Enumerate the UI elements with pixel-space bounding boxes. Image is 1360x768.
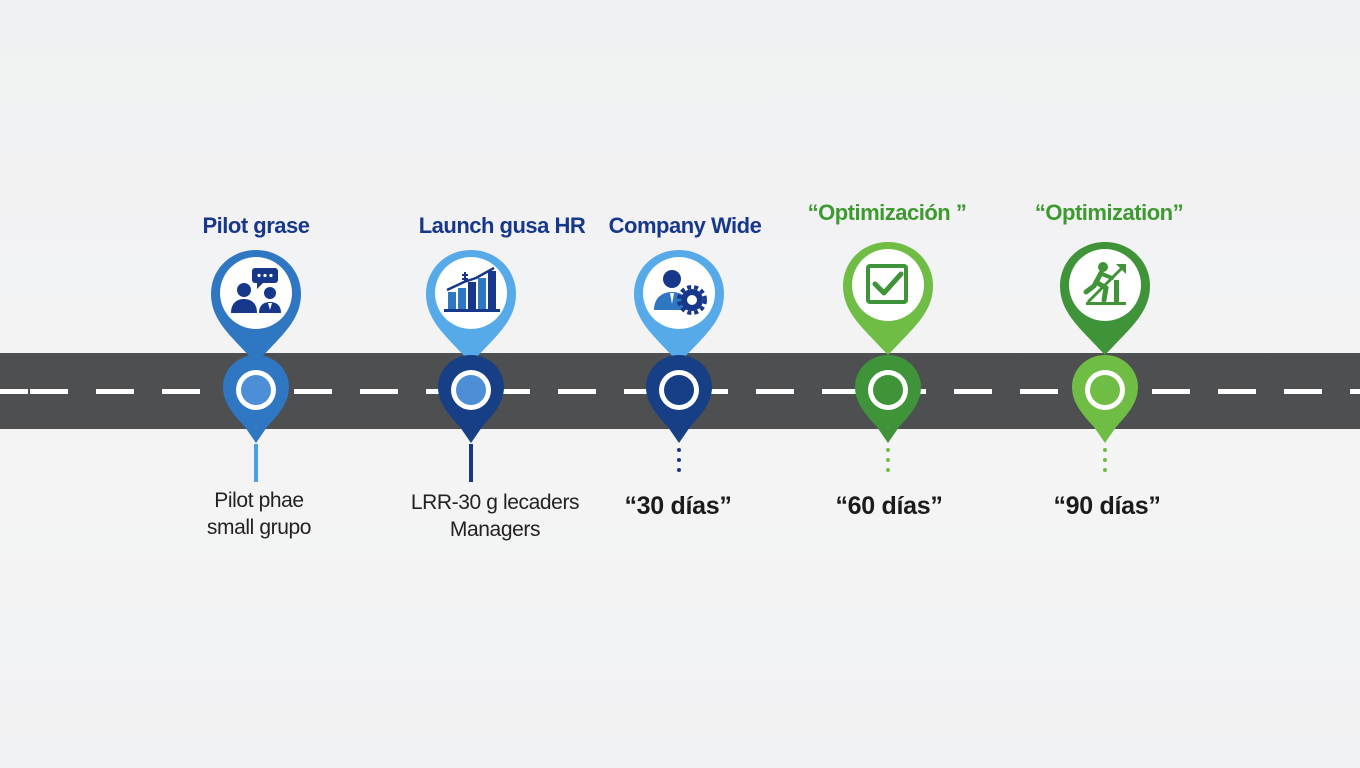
connector-dots-5 xyxy=(1103,448,1107,478)
milestone-pin-1[interactable] xyxy=(209,248,303,364)
connector-line-2 xyxy=(469,444,473,482)
milestone-description-1: Pilot phae small grupo xyxy=(206,487,312,541)
road-marker-3 xyxy=(646,355,712,443)
milestone-pin-3[interactable] xyxy=(632,248,726,364)
milestone-title-5: “Optimization” xyxy=(1034,200,1184,225)
milestone-pin-2[interactable] xyxy=(424,248,518,364)
bar-chart-growth-icon xyxy=(444,266,500,312)
description-line: small grupo xyxy=(206,516,312,539)
milestone-pin-4[interactable] xyxy=(841,240,935,356)
road-marker-1 xyxy=(223,355,289,443)
meeting-people-icon xyxy=(231,268,281,313)
person-gear-icon xyxy=(654,270,707,315)
description-line: Pilot phae xyxy=(214,489,304,512)
milestone-days-5: “90 días” xyxy=(1053,492,1161,520)
description-line: Managers xyxy=(449,518,541,541)
connector-dots-4 xyxy=(886,448,890,478)
milestone-days-3: “30 días” xyxy=(624,492,732,520)
milestone-title-1: Pilot grase xyxy=(202,213,310,238)
milestone-title-3: Company Wide xyxy=(608,213,762,238)
milestone-title-4: “Optimización ” xyxy=(807,200,967,225)
milestone-pin-5[interactable] xyxy=(1058,240,1152,356)
road-marker-5 xyxy=(1072,355,1138,443)
milestone-days-4: “60 días” xyxy=(835,492,943,520)
checkbox-icon xyxy=(866,264,908,304)
road-marker-4 xyxy=(855,355,921,443)
description-line: LRR-30 g lecaders xyxy=(410,491,580,514)
milestone-title-2: Launch gusa HR xyxy=(418,213,586,238)
runner-upward-arrow-icon xyxy=(1083,262,1126,305)
connector-line-1 xyxy=(254,444,258,482)
connector-dots-3 xyxy=(677,448,681,478)
road-marker-2 xyxy=(438,355,504,443)
milestone-description-2: LRR-30 g lecaders Managers xyxy=(410,489,580,543)
